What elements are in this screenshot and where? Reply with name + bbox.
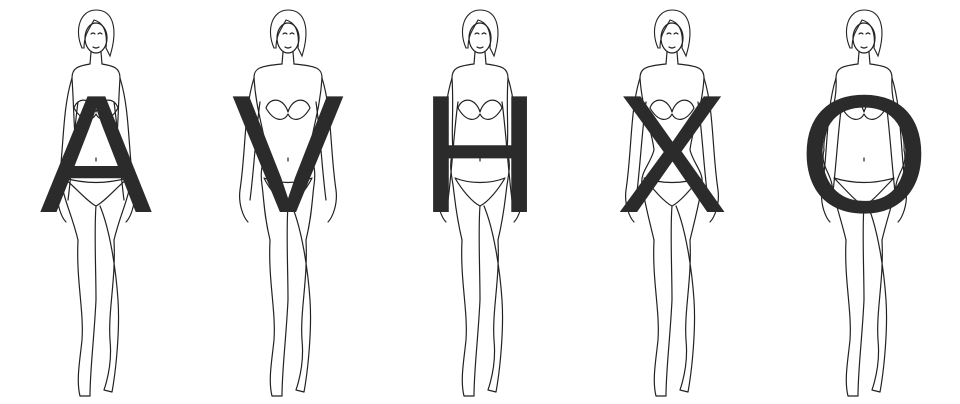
hair [846, 10, 881, 56]
shape-letter-v: V [192, 70, 384, 238]
shape-letter-o: O [768, 70, 960, 238]
face-features [859, 33, 870, 48]
hair [462, 10, 497, 56]
face-features [283, 33, 294, 48]
figure-a: A [0, 0, 192, 404]
face-features [667, 33, 678, 48]
shape-letter-x: X [576, 70, 768, 238]
hair [270, 10, 305, 56]
figure-v: V [192, 0, 384, 404]
face-features [475, 33, 486, 48]
hair [654, 10, 689, 56]
figure-h: H [384, 0, 576, 404]
shape-letter-h: H [384, 70, 576, 238]
hair [78, 10, 113, 56]
figure-o: O [768, 0, 960, 404]
face-features [91, 33, 102, 48]
figure-x: X [576, 0, 768, 404]
shape-letter-a: A [0, 70, 192, 238]
